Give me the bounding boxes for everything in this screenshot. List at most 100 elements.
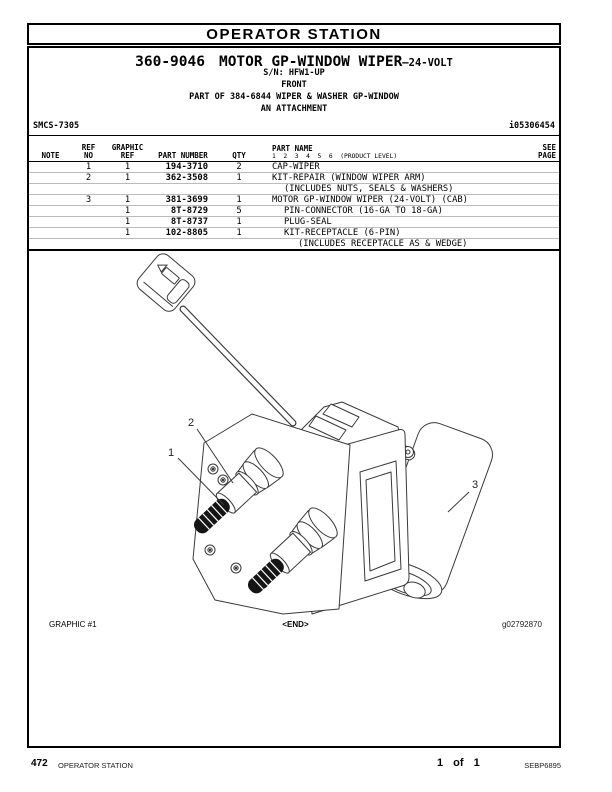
table-row: 2 1 362-3508 1 KIT-REPAIR (WINDOW WIPER … [29,172,559,183]
cell-graphic-ref: 1 [124,228,131,238]
smcs-code: SMCS-7305 [33,121,80,131]
cell-ref-no: 3 [85,195,92,205]
cell-part-name: KIT-RECEPTACLE (6-PIN) [284,228,401,238]
cell-part-name: PLUG-SEAL [284,217,332,227]
cell-part-number: 362-3508 [165,173,208,183]
cell-ref-no [72,217,105,227]
attachment-line: AN ATTACHMENT [260,104,328,114]
header-part-name-label: PART NAME [272,145,313,153]
subtitle-block: S/N: HFW1-UP FRONT PART OF 384-6844 WIPE… [29,67,559,115]
cell-graphic-ref [105,184,150,194]
cell-part-number: 102-8805 [165,228,208,238]
cell-qty: 1 [236,228,242,238]
cell-see-page [525,173,559,183]
header-part-number: PART NUMBER [158,151,208,160]
table-row: 3 1 381-3699 1 MOTOR GP-WINDOW WIPER (24… [29,194,559,205]
callout-1-leader [177,457,225,506]
cell-graphic-ref: 1 [124,162,131,172]
cell-note [29,184,72,194]
wiper-shaft-lower [247,507,338,594]
page-footer: 472 OPERATOR STATION 1 of 1 SEBP6895 [0,757,612,773]
footer-page-number: 472 [31,758,48,769]
wiper-arm-rod [179,305,297,427]
cell-note [29,195,72,205]
cell-see-page [525,206,559,216]
callouts: 1 2 3 [168,417,478,513]
callout-2: 2 [188,417,194,429]
cell-qty: 5 [236,206,242,216]
header-ref-line1: REF [81,143,96,152]
cell-part-number: 8T-8737 [170,217,208,227]
table-row: 1 102-8805 1 KIT-RECEPTACLE (6-PIN) [29,227,559,238]
cell-part-name: KIT-REPAIR (WINDOW WIPER ARM) [272,173,426,183]
parent-group-line: PART OF 384-6844 WIPER & WASHER GP-WINDO… [189,92,399,102]
header-graphic-line2: REF [120,151,135,160]
cell-note [29,217,72,227]
content-frame: 360-9046 MOTOR GP-WINDOW WIPER–24-VOLT S/… [27,46,561,748]
cell-see-page [525,162,559,172]
header-graphic-line1: GRAPHIC [111,143,144,152]
footer-manual-code: SEBP6895 [524,760,561,770]
callout-2-leader [196,428,234,484]
parts-diagram: 1 2 3 [136,253,494,615]
cell-see-page [525,195,559,205]
cell-part-name: (INCLUDES NUTS, SEALS & WASHERS) [284,184,454,194]
callout-3-leader [447,491,470,513]
group-name: MOTOR GP-WINDOW WIPER [218,54,403,70]
cell-part-name: (INCLUDES RECEPTACLE AS & WEDGE) [298,239,468,249]
cell-ref-no [72,228,105,238]
cell-part-number: 8T-8729 [170,206,208,216]
page-header: OPERATOR STATION [27,23,561,45]
header-see-line1: SEE [542,143,556,152]
cell-ref-no: 1 [85,162,92,172]
parts-table: NOTE REF NO GRAPHIC REF PART NUMBER QTY … [29,135,559,251]
cell-qty [216,184,262,194]
header-graphic-ref: GRAPHIC REF [105,144,150,160]
cell-graphic-ref: 1 [124,206,131,216]
cell-see-page [525,228,559,238]
cell-qty: 1 [236,217,242,227]
media-number: i05306454 [508,121,555,131]
cell-note [29,173,72,183]
cell-part-number: 194-3710 [165,162,208,172]
graphic-id: g02792870 [501,620,542,629]
position-line: FRONT [281,80,307,90]
header-ref-line2: NO [83,151,94,160]
end-marker: <END> [282,620,309,629]
cell-part-name: CAP-WIPER [272,162,320,172]
group-part-number: 360-9046 [135,54,205,70]
cell-part-number: 381-3699 [165,195,208,205]
cell-graphic-ref: 1 [124,195,131,205]
cell-see-page [525,217,559,227]
page-header-title: OPERATOR STATION [206,25,382,43]
cell-ref-no: 2 [85,173,92,183]
wiper-shaft-upper [193,447,284,534]
serial-number-line: S/N: HFW1-UP [263,68,325,78]
table-row: 1 8T-8737 1 PLUG-SEAL [29,216,559,227]
header-note: NOTE [41,151,60,160]
callout-3: 3 [472,479,478,491]
footer-section-title: OPERATOR STATION [58,760,133,770]
header-see-line2: PAGE [537,151,556,160]
cell-qty: 1 [236,195,242,205]
cell-part-name: PIN-CONNECTOR (16-GA TO 18-GA) [284,206,443,216]
cell-note [29,228,72,238]
cell-graphic-ref: 1 [124,217,131,227]
table-row: 1 8T-8729 5 PIN-CONNECTOR (16-GA TO 18-G… [29,205,559,216]
cell-note [29,206,72,216]
table-row: 1 1 194-3710 2 CAP-WIPER [29,162,559,172]
group-voltage-suffix: –24-VOLT [402,57,453,69]
footer-sheet-count: 1 of 1 [437,757,480,769]
header-product-level: 1 2 3 4 5 6 (PRODUCT LEVEL) [272,153,398,160]
table-header-row: NOTE REF NO GRAPHIC REF PART NUMBER QTY … [29,136,559,162]
graphic-caption: GRAPHIC #1 <END> g02792870 [49,620,542,629]
cell-qty: 1 [236,173,242,183]
cell-note [29,162,72,172]
header-ref-no: REF NO [72,144,105,160]
mounting-plate [192,413,351,615]
graphic-label: GRAPHIC #1 [49,620,97,629]
table-row: (INCLUDES NUTS, SEALS & WASHERS) [29,183,559,194]
cell-part-number [150,184,216,194]
header-see-page: SEE PAGE [525,144,559,160]
